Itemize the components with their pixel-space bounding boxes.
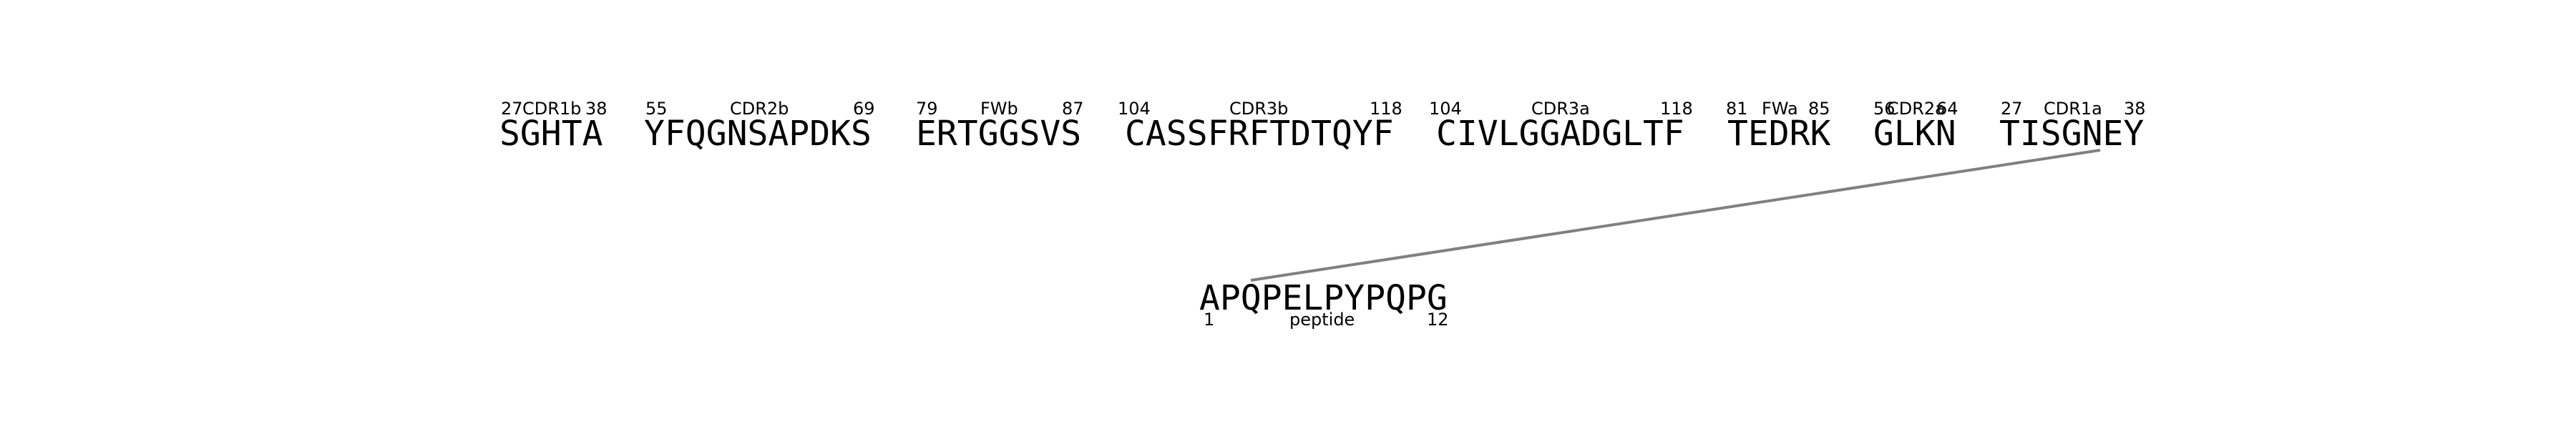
- cdr2b-start-number: 55: [645, 99, 668, 119]
- fwb-sequence: ERTGGSVS: [916, 114, 1082, 154]
- cdr1b-start-number: 27: [501, 99, 523, 119]
- cdr1a-end-number: 38: [2124, 99, 2146, 119]
- peptide-label: peptide: [1289, 310, 1355, 330]
- cdr2b-label: CDR2b: [730, 99, 789, 119]
- cdr2a-sequence: GLKN: [1873, 114, 1956, 154]
- cdr3a-start-number: 104: [1429, 99, 1462, 119]
- cdr3a-end-number: 118: [1660, 99, 1693, 119]
- fwa-label: FWa: [1762, 99, 1798, 119]
- cdr3b-label: CDR3b: [1229, 99, 1289, 119]
- cdr2a-start-number: 56: [1873, 99, 1896, 119]
- cdr2b-end-number: 69: [853, 99, 875, 119]
- cdr1a-start-number: 27: [2001, 99, 2023, 119]
- fwb-end-number: 87: [1062, 99, 1084, 119]
- cdr2a-end-number: 64: [1936, 99, 1958, 119]
- cdr1b-label: CDR1b: [522, 99, 582, 119]
- cdr2b-sequence: YFQGNSAPDKS: [644, 114, 872, 154]
- fwa-start-number: 81: [1726, 99, 1748, 119]
- peptide-sequence: APQPELPYPQPG: [1199, 278, 1448, 318]
- cdr3b-end-number: 118: [1370, 99, 1402, 119]
- cdr3b-start-number: 104: [1118, 99, 1151, 119]
- cdr3a-sequence: CIVLGGADGLTF: [1436, 114, 1684, 154]
- cdr3a-label: CDR3a: [1531, 99, 1590, 119]
- fwb-label: FWb: [980, 99, 1018, 119]
- cdr3b-sequence: CASSFRFTDTQYF: [1125, 114, 1394, 154]
- contact-link-cdr1a-peptide: [1250, 149, 2101, 282]
- cdr1a-label: CDR1a: [2044, 99, 2102, 119]
- cdr1b-end-number: 38: [585, 99, 608, 119]
- peptide-end-number: 12: [1427, 310, 1449, 330]
- cdr1b-sequence: SGHTA: [499, 114, 603, 154]
- peptide-start-number: 1: [1204, 310, 1215, 330]
- fwa-sequence: TEDRK: [1727, 114, 1831, 154]
- cdr2a-label: CDR2a: [1887, 99, 1946, 119]
- fwa-end-number: 85: [1808, 99, 1830, 119]
- cdr1a-sequence: TISGNEY: [1999, 114, 2145, 154]
- fwb-start-number: 79: [916, 99, 938, 119]
